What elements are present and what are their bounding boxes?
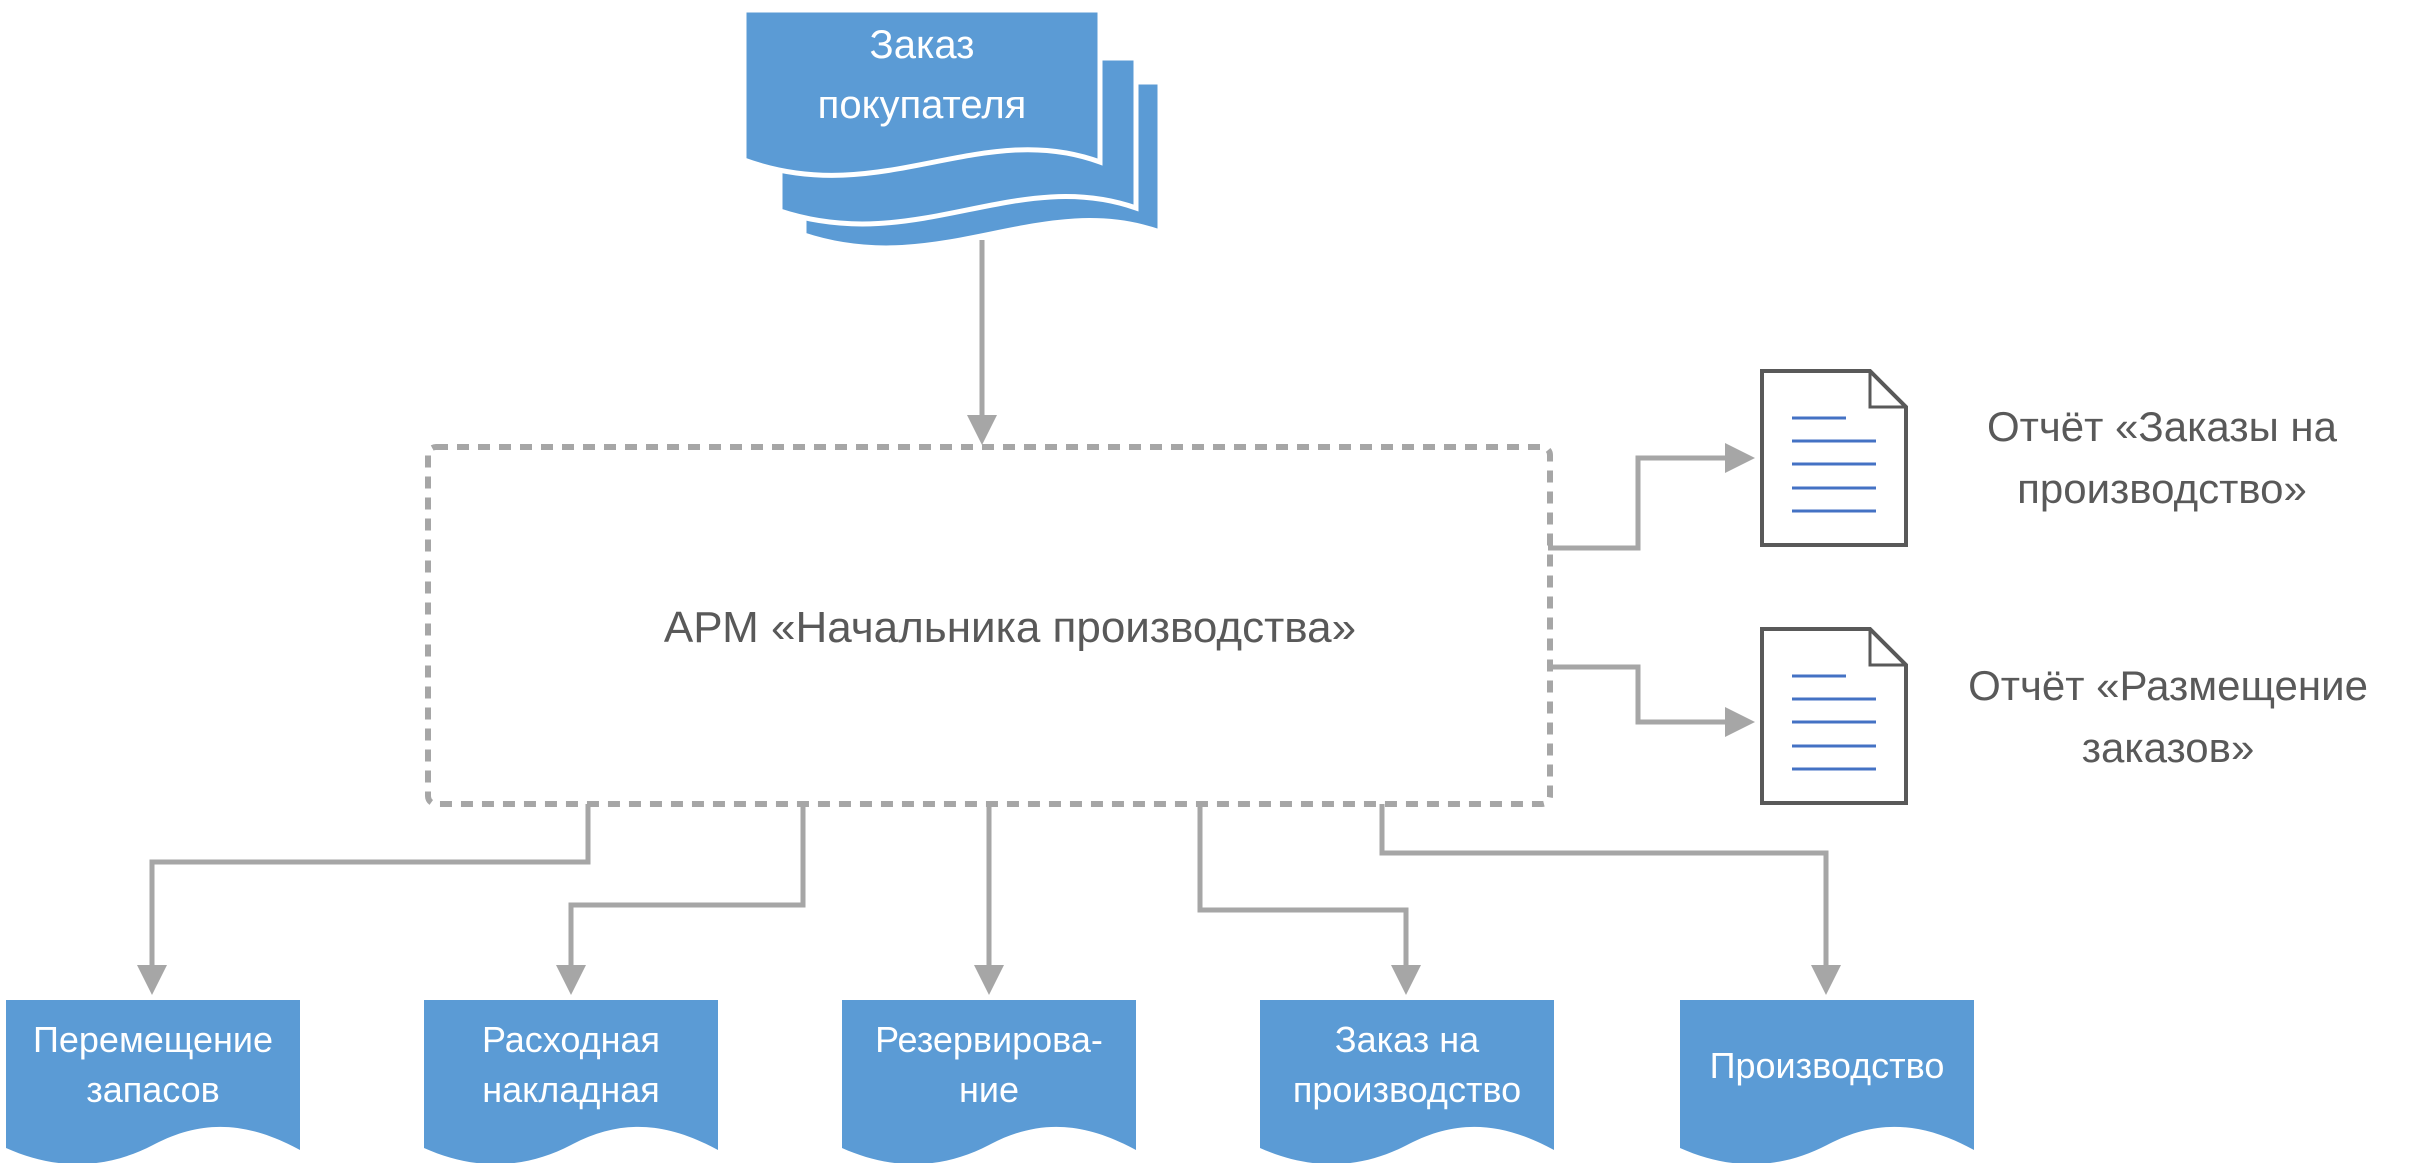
connector-hub-to-report-2 [1548, 664, 1755, 737]
output-document-3: Резервирова- ние [842, 1000, 1136, 1163]
connector-hub-to-output-1 [137, 804, 591, 995]
report-document-icon [1760, 627, 1908, 805]
output-document-1: Перемещение запасов [6, 1000, 300, 1163]
report-2: Отчёт «Размещение заказов» [1760, 627, 2368, 805]
output-4-label-line1: Заказ на [1335, 1019, 1480, 1060]
output-doc-shape [6, 1000, 300, 1163]
connector-hub-to-output-5 [1379, 804, 1841, 995]
connector-hub-to-report-1 [1548, 443, 1755, 551]
output-2-label-line1: Расходная [482, 1019, 660, 1060]
output-1-label-line2: запасов [86, 1069, 220, 1110]
connector-hub-to-output-4 [1197, 804, 1421, 995]
output-document-2: Расходная накладная [424, 1000, 718, 1163]
report-1: Отчёт «Заказы на производство» [1760, 369, 2338, 547]
source-doc-front [741, 7, 1103, 178]
output-2-label-line2: накладная [482, 1069, 660, 1110]
source-label-line1: Заказ [870, 23, 975, 67]
output-3-label-line1: Резервирова- [875, 1019, 1103, 1060]
output-doc-shape [1260, 1000, 1554, 1163]
report-document-icon [1760, 369, 1908, 547]
output-1-label-line1: Перемещение [33, 1019, 273, 1060]
output-doc-shape [842, 1000, 1136, 1163]
report-1-label-line1: Отчёт «Заказы на [1987, 403, 2338, 450]
output-document-5: Производство [1680, 1000, 1974, 1163]
report-2-label-line1: Отчёт «Размещение [1968, 662, 2368, 709]
output-doc-shape [424, 1000, 718, 1163]
output-3-label-line2: ние [959, 1069, 1019, 1110]
source-label-line2: покупателя [818, 83, 1027, 127]
output-5-label-line1: Производство [1710, 1045, 1945, 1086]
source-multidocument: Заказ покупателя [741, 7, 1163, 251]
connectors [137, 240, 1841, 995]
hub-border [425, 444, 1553, 807]
hub-box: АРМ «Начальника производства» [425, 444, 1553, 807]
output-doc-shape [1680, 1000, 1974, 1163]
output-document-4: Заказ на производство [1260, 1000, 1554, 1163]
output-4-label-line2: производство [1293, 1069, 1521, 1110]
report-2-label-line2: заказов» [2082, 724, 2255, 771]
report-1-label-line2: производство» [2017, 465, 2307, 512]
hub-label: АРМ «Начальника производства» [664, 603, 1356, 652]
connector-hub-to-output-2 [556, 804, 806, 995]
